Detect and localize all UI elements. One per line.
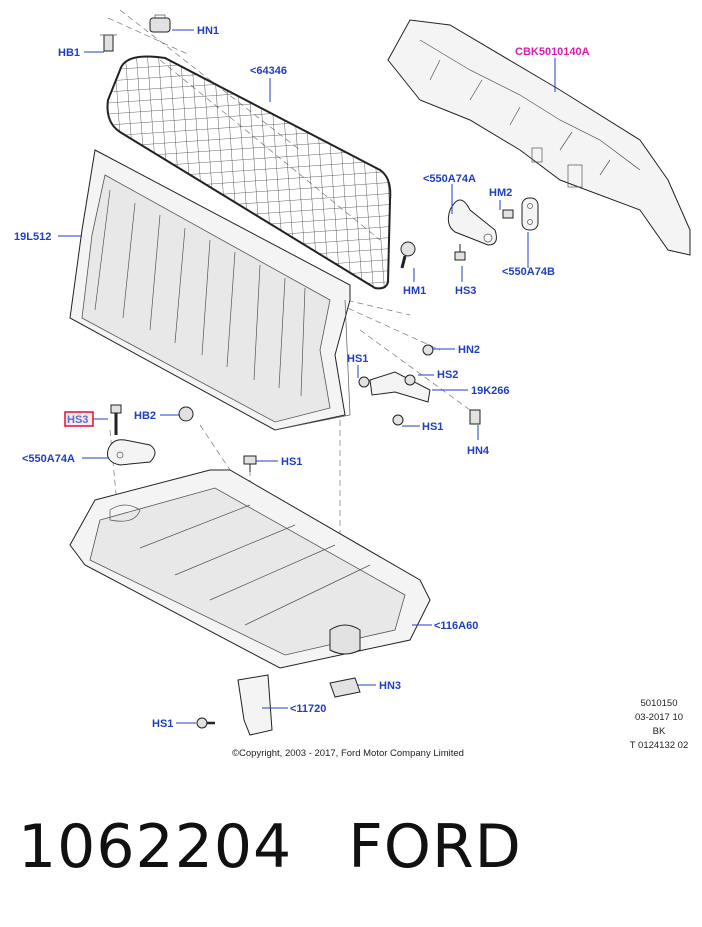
bolt-hm2 xyxy=(502,209,514,219)
callout-hn4[interactable]: HN4 xyxy=(467,445,490,457)
floor-tray xyxy=(69,469,431,669)
clip-hb1 xyxy=(100,34,117,52)
callout-550a74b[interactable]: <550A74B xyxy=(502,266,555,278)
callout-19l512[interactable]: 19L512 xyxy=(14,231,51,243)
footer-caption: 1062204 FORD xyxy=(18,812,578,882)
bolt-hs3-left xyxy=(110,404,122,435)
clip-hn1 xyxy=(149,14,171,33)
callout-hs1-bottom[interactable]: HS1 xyxy=(152,718,173,730)
bracket-550a74a-top xyxy=(447,199,497,246)
bolt-hs1-center xyxy=(243,455,257,472)
bracket-11720 xyxy=(237,674,273,736)
callout-116a60[interactable]: <116A60 xyxy=(434,620,478,632)
callout-hs1-mid[interactable]: HS1 xyxy=(347,353,368,365)
brand-name: FORD xyxy=(348,812,522,882)
cargo-net xyxy=(106,55,392,290)
callout-hs3-mid[interactable]: HS3 xyxy=(455,285,476,297)
bracket-550a74a-left xyxy=(107,439,156,466)
info-line-1: 5010150 xyxy=(641,698,678,709)
callout-hs2[interactable]: HS2 xyxy=(437,369,458,381)
callout-hm2[interactable]: HM2 xyxy=(489,187,512,199)
body-panel xyxy=(387,19,691,256)
callout-550a74a-top[interactable]: <550A74A xyxy=(423,173,476,185)
callout-hs3-selected[interactable]: HS3 xyxy=(67,414,88,426)
bolt-hm1 xyxy=(400,241,416,269)
rear-seat-panel xyxy=(69,149,351,431)
bracket-550a74b xyxy=(521,197,539,231)
leader-lines xyxy=(58,29,556,724)
callout-hs1-right[interactable]: HS1 xyxy=(422,421,443,433)
callout-hb2[interactable]: HB2 xyxy=(134,410,156,422)
info-line-4: T 0124132 02 xyxy=(630,740,688,751)
callout-19k266[interactable]: 19K266 xyxy=(471,385,510,397)
callout-hs1-center[interactable]: HS1 xyxy=(281,456,302,468)
callout-11720[interactable]: <11720 xyxy=(290,703,326,715)
bracket-19k266 xyxy=(358,344,481,426)
callout-hn2[interactable]: HN2 xyxy=(458,344,480,356)
callout-hm1[interactable]: HM1 xyxy=(403,285,426,297)
callout-hn3[interactable]: HN3 xyxy=(379,680,401,692)
selected-callout-box xyxy=(64,411,94,427)
bolt-hs1-bottom xyxy=(196,717,215,729)
callout-550a74a-left[interactable]: <550A74A xyxy=(22,453,75,465)
copyright-notice: ©Copyright, 2003 - 2017, Ford Motor Comp… xyxy=(232,748,464,759)
part-number: 1062204 xyxy=(18,812,293,882)
callout-hn1[interactable]: HN1 xyxy=(197,25,219,37)
callout-64346[interactable]: <64346 xyxy=(250,65,287,77)
bumper-hb2 xyxy=(178,406,194,422)
info-line-2: 03-2017 10 xyxy=(635,712,683,723)
callout-cbk5010140a[interactable]: CBK5010140A xyxy=(515,46,590,58)
nut-hn3 xyxy=(329,677,361,698)
parts-diagram: HN1 HB1 <64346 CBK5010140A <550A74A HM2 … xyxy=(14,9,691,759)
info-line-3: BK xyxy=(653,726,666,737)
callout-hb1[interactable]: HB1 xyxy=(58,47,80,59)
bolt-hs3-mid xyxy=(454,244,466,261)
